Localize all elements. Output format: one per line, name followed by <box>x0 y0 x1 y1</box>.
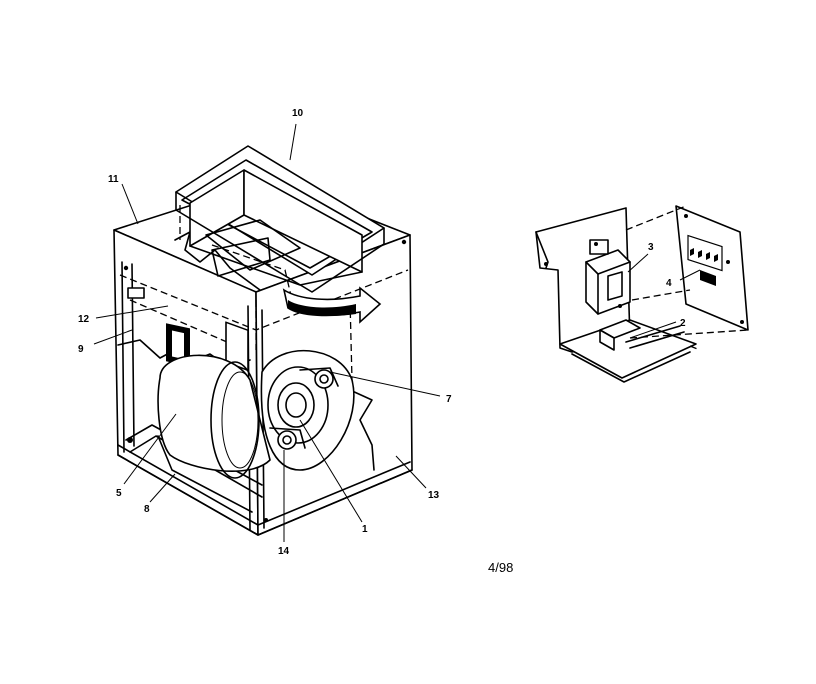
callout-1: 1 <box>362 524 368 535</box>
airflow-arrow <box>282 286 382 324</box>
callout-labels: 10 11 12 9 5 8 7 13 1 14 3 2 4 <box>78 108 686 557</box>
callout-13: 13 <box>428 490 440 501</box>
callout-7: 7 <box>446 394 452 405</box>
leader-lines <box>93 123 701 542</box>
door-switch <box>127 287 249 372</box>
callout-10: 10 <box>292 108 304 119</box>
callout-5: 5 <box>116 488 122 499</box>
callout-8: 8 <box>144 504 150 515</box>
top-plenum-cover <box>175 145 385 293</box>
blower-wheel <box>157 354 271 479</box>
callout-3: 3 <box>648 242 654 253</box>
callout-9: 9 <box>78 344 84 355</box>
control-assembly <box>535 205 749 383</box>
callout-2: 2 <box>680 318 686 329</box>
callout-14: 14 <box>278 546 290 557</box>
callout-4: 4 <box>666 278 672 289</box>
transformer <box>585 239 631 315</box>
date-code: 4/98 <box>488 560 513 575</box>
blower-motor <box>260 349 355 471</box>
callout-11: 11 <box>108 174 119 185</box>
relay-board <box>675 205 749 331</box>
motor-mount-lower <box>277 430 297 450</box>
callout-12: 12 <box>78 314 90 325</box>
motor-mount-upper <box>314 369 334 389</box>
